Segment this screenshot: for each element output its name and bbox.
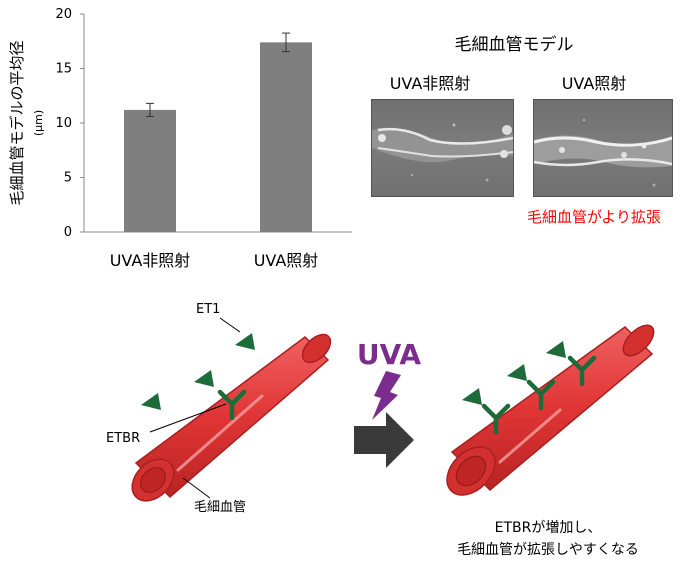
uva-label: UVA (357, 338, 422, 371)
et1-ligand-free-1 (141, 393, 161, 410)
y-tick-label: 10 (55, 116, 72, 131)
micrograph-uva-unirradiated (371, 99, 514, 197)
vessel-right (446, 324, 655, 496)
receptor-right-3 (567, 355, 597, 387)
y-axis-unit: (μm) (32, 110, 45, 136)
bar-chart: 0 5 10 15 20 UVA非照射 UVA照射 毛細血管モデルの平均径 (μm) (8, 7, 352, 270)
y-tick-label: 20 (55, 7, 72, 22)
receptor-right-2 (526, 379, 556, 411)
micro-label-right: UVA照射 (562, 74, 627, 93)
process-arrow-icon (354, 412, 414, 468)
receptor-right-1 (481, 403, 511, 435)
y-tick-group: 0 5 10 15 20 (55, 7, 84, 240)
vessel-left (131, 333, 332, 502)
y-tick-label: 0 (64, 225, 72, 240)
receptor-left (217, 389, 247, 421)
x-tick-label-group: UVA非照射 UVA照射 (110, 251, 319, 270)
et1-ligand-bound (194, 370, 214, 387)
bar (260, 42, 312, 233)
et1-ligand-free-2 (235, 333, 255, 350)
vessel-leader-line (182, 477, 211, 499)
micro-title: 毛細血管モデル (455, 34, 574, 55)
et1-ligand-right-2 (507, 364, 527, 381)
uva-bolt-icon (372, 371, 401, 420)
etbr-leader-line (149, 403, 227, 433)
result-line-2: 毛細血管が拡張しやすくなる (457, 542, 639, 558)
result-line-1: ETBRが増加し、 (495, 520, 602, 536)
etbr-label: ETBR (106, 431, 140, 446)
et1-ligand-right-1 (462, 388, 482, 405)
vessel-label: 毛細血管 (194, 500, 246, 515)
y-axis-label: 毛細血管モデルの平均径 (8, 40, 26, 205)
et1-leader-line (219, 317, 241, 333)
micrograph-uva-irradiated (533, 99, 673, 197)
y-tick-label: 15 (55, 62, 72, 77)
et1-ligand-right-3 (546, 341, 566, 358)
micro-label-left: UVA非照射 (390, 74, 471, 93)
y-tick-label: 5 (64, 171, 72, 186)
bar-group (124, 32, 312, 233)
bar (124, 109, 176, 232)
et1-label: ET1 (196, 302, 220, 317)
x-tick-label: UVA非照射 (110, 251, 191, 270)
micro-caption: 毛細血管がより拡張 (527, 208, 661, 226)
x-tick-label: UVA照射 (254, 251, 319, 270)
